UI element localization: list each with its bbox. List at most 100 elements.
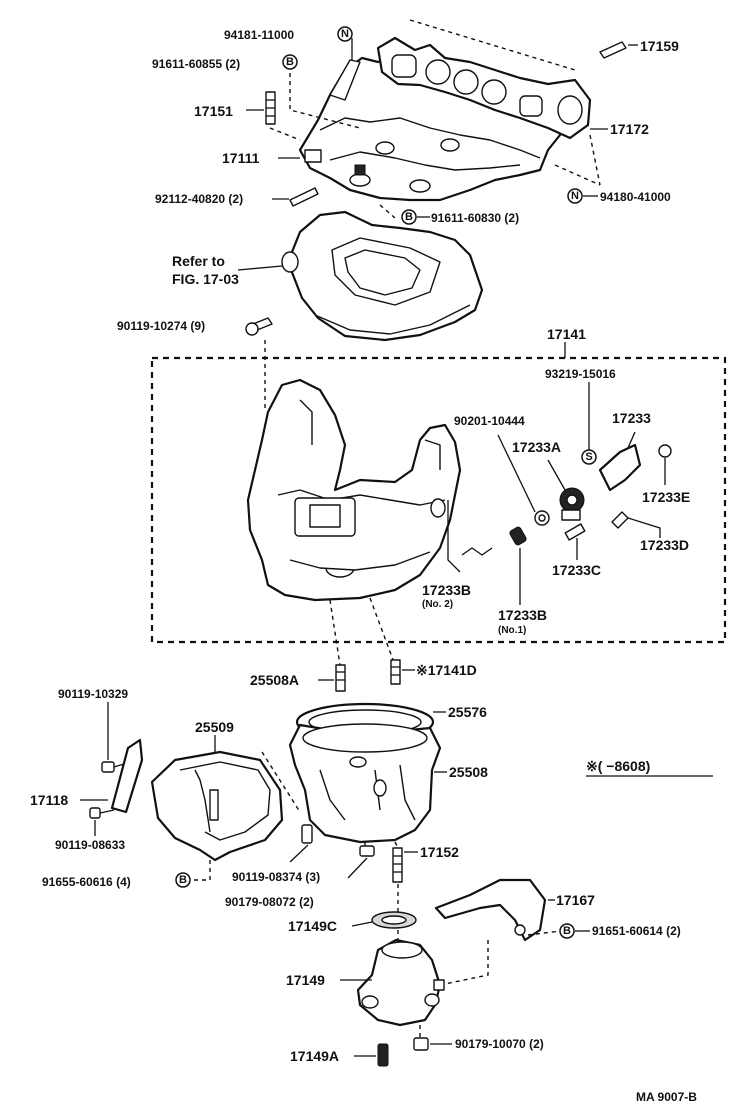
nut-90179-08072 <box>359 845 375 857</box>
washer-90201-10444 <box>534 510 550 526</box>
gasket-17149C <box>371 911 417 929</box>
svg-text:B: B <box>286 56 294 68</box>
label-17141: 17141 <box>547 326 586 342</box>
label-17149C: 17149C <box>288 918 337 934</box>
ball-17233E <box>658 444 672 458</box>
label-90119-10274: 90119-10274 (9) <box>117 319 205 333</box>
stud-17149A <box>377 1043 389 1067</box>
dash-gasket-right <box>589 134 601 186</box>
label-17233A: 17233A <box>512 439 561 455</box>
dash-91651 <box>527 930 561 936</box>
svg-text:B: B <box>179 874 187 886</box>
symbol-b-91611-60855: B <box>282 54 298 70</box>
label-17111: 17111 <box>222 150 260 166</box>
stud-17141D <box>390 659 401 685</box>
pin-17233C <box>564 523 586 541</box>
symbol-n-94180: N <box>567 188 583 204</box>
label-25509: 25509 <box>195 719 234 735</box>
symbol-b-91611-60830: B <box>401 209 417 225</box>
stud-25508A <box>335 664 346 692</box>
bolt-90119-08633 <box>89 807 115 819</box>
label-90119-08374: 90119-08374 (3) <box>232 870 320 884</box>
label-17118: 17118 <box>30 792 68 808</box>
bolt-90119-08374 <box>301 824 313 844</box>
svg-text:N: N <box>571 190 579 202</box>
lead-17233a <box>547 459 566 491</box>
label-91651-60614: 91651-60614 (2) <box>592 924 681 938</box>
bolt-90119-10329 <box>101 761 125 773</box>
dash-94180 <box>554 164 601 186</box>
lead-90201 <box>497 434 536 513</box>
label-17233: 17233 <box>612 410 651 426</box>
lead-17149c <box>351 921 373 927</box>
svg-text:B: B <box>405 211 413 223</box>
label-90179-10070: 90179-10070 (2) <box>455 1037 544 1051</box>
label-17233B-no2-sub: (No. 2) <box>422 599 453 610</box>
label-17233D: 17233D <box>640 537 689 553</box>
svg-text:N: N <box>341 28 349 40</box>
heat-shield-25509 <box>150 750 284 862</box>
spring-17233B-no2 <box>461 547 493 556</box>
label-17151: 17151 <box>194 103 233 119</box>
label-fig-17-03: FIG. 17-03 <box>172 271 239 287</box>
nut-90179-10070 <box>413 1037 429 1051</box>
dash-17141d <box>369 597 396 666</box>
dash-17167-pipe <box>439 940 489 986</box>
label-25508: 25508 <box>449 764 488 780</box>
label-17172: 17172 <box>610 121 649 137</box>
label-17233B-no2: 17233B <box>422 582 471 598</box>
label-90119-10329: 90119-10329 <box>58 687 128 701</box>
heat-insulator-ref <box>281 210 484 342</box>
dash-housing-stud <box>394 841 399 849</box>
bolt-90119-10274 <box>245 317 273 336</box>
label-17159: 17159 <box>640 38 679 54</box>
label-17149A: 17149A <box>290 1048 339 1064</box>
housing-25508 <box>288 723 442 844</box>
label-17167: 17167 <box>556 892 595 908</box>
label-90179-08072: 90179-08072 (2) <box>225 895 314 909</box>
dash-17151 <box>269 127 301 141</box>
label-25576: 25576 <box>448 704 487 720</box>
symbol-b-91651: B <box>559 923 575 939</box>
label-90201-10444: 90201-10444 <box>454 414 525 428</box>
lever-17233 <box>598 443 642 492</box>
label-93219-15016: 93219-15016 <box>545 367 616 381</box>
bracket-17167 <box>434 878 547 942</box>
intake-manifold-17141 <box>246 378 462 602</box>
assembly-box-17141 <box>150 356 727 644</box>
symbol-s-93219: S <box>581 449 597 465</box>
svg-text:B: B <box>563 925 571 937</box>
spring-17233B-no1 <box>509 526 527 546</box>
label-94181-11000: 94181-11000 <box>224 28 294 42</box>
label-92112-40820: 92112-40820 (2) <box>155 192 243 206</box>
stud-17152 <box>392 847 403 883</box>
label-94180-41000: 94180-41000 <box>600 190 671 204</box>
dash-shield-housing <box>261 751 301 813</box>
svg-text:S: S <box>585 451 592 463</box>
stud-17151 <box>265 91 276 125</box>
label-91611-60830: 91611-60830 (2) <box>431 211 519 225</box>
lead-90179-08072 <box>347 857 368 879</box>
symbol-n-94181: N <box>337 26 353 42</box>
label-90119-08633: 90119-08633 <box>55 838 125 852</box>
lead-refer <box>237 265 283 271</box>
label-17141D: ※17141D <box>416 662 477 678</box>
dash-91611-60830 <box>379 204 396 219</box>
front-pipe-17149 <box>356 938 445 1027</box>
lead-90119-08374 <box>289 844 309 863</box>
bolt-92112 <box>289 187 319 207</box>
bracket-17118 <box>110 738 144 814</box>
label-17233B-no1-sub: (No.1) <box>498 625 526 636</box>
dash-25508a <box>329 599 341 666</box>
lead-17233d <box>627 517 661 538</box>
label-ref-code: MA 9007-B <box>636 1090 697 1104</box>
label-17233E: 17233E <box>642 489 690 505</box>
label-91611-60855: 91611-60855 (2) <box>152 57 240 71</box>
label-17233C: 17233C <box>552 562 601 578</box>
label-17149: 17149 <box>286 972 325 988</box>
label-refer-to: Refer to <box>172 253 225 269</box>
label-91655-60616: 91655-60616 (4) <box>42 875 131 889</box>
gasket-17172 <box>376 36 592 140</box>
label-footnote-8608: ※( −8608) <box>586 758 650 774</box>
